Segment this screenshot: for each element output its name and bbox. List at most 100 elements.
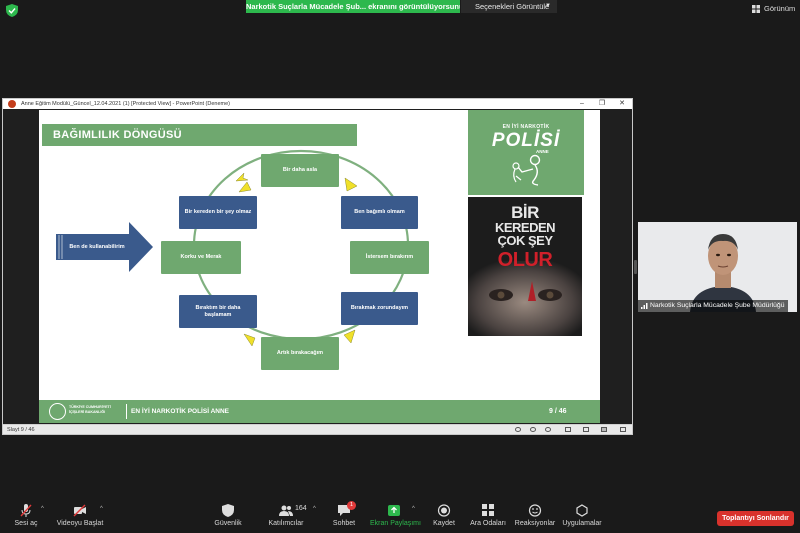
normal-view-icon[interactable] (565, 427, 571, 432)
node-once-nothing: Bir kereden bir şey olmaz (179, 196, 257, 229)
chevron-down-icon: ▼ (545, 3, 551, 9)
cycle-arrow-2 (238, 181, 252, 193)
signal-bars-icon (641, 303, 648, 309)
restore-icon[interactable]: ❐ (598, 100, 606, 107)
share-screen-button[interactable]: Ekran Paylaşımı (370, 504, 421, 530)
campaign-small-text: ANNE (536, 149, 549, 154)
participant-video-tile[interactable]: Narkotik Suçlarla Mücadele Şube Müdürlüğ… (638, 222, 797, 312)
footer-ministry: TÜRKİYE CUMHURİYETİ İÇİŞLERİ BAKANLIĞI (69, 405, 111, 414)
campaign-big-text: POLİSİ (491, 130, 561, 151)
poster-line-4: OLUR (497, 249, 553, 271)
meeting-toolbar: Sesi aç ^ Videoyu Başlat ^ Güvenlik Katı… (0, 496, 800, 533)
share-options-caret-icon[interactable]: ^ (412, 506, 415, 512)
record-button[interactable]: Kaydet (430, 504, 458, 530)
reading-view-icon[interactable] (583, 427, 589, 432)
video-options-caret-icon[interactable]: ^ (100, 506, 103, 512)
end-meeting-button[interactable]: Toplantıyı Sonlandır (717, 511, 794, 526)
fit-slide-icon[interactable] (620, 427, 626, 432)
participants-caret-icon[interactable]: ^ (313, 506, 316, 512)
participant-name-label: Narkotik Suçlarla Mücadele Şube Müdürlüğ… (638, 300, 788, 312)
node-must-quit: Bırakmak zorundayım (341, 292, 418, 325)
video-camera-off-icon (73, 504, 86, 517)
screen-share-banner: Narkotik Suçlarla Mücadele Şub... ekranı… (246, 0, 460, 13)
microphone-muted-icon (20, 504, 32, 517)
ppt-titlebar: Anne Eğitim Modülü_Güncel_12.04.2021 (1)… (3, 99, 632, 109)
participant-name: Narkotik Suçlarla Mücadele Şube Müdürlüğ… (650, 302, 785, 309)
shield-icon (222, 504, 234, 517)
ppt-window-title: Anne Eğitim Modülü_Güncel_12.04.2021 (1)… (21, 101, 231, 107)
audio-options-caret-icon[interactable]: ^ (41, 506, 44, 512)
slide-canvas: BAĞIMLILIK DÖNGÜSÜ Ben de kullanabilirim (3, 109, 632, 424)
participants-button[interactable]: Katılımcılar (266, 504, 306, 530)
slide-sorter-icon[interactable] (530, 427, 536, 432)
campaign-top-text: EN İYİ NARKOTİK (502, 124, 550, 130)
apps-icon (576, 504, 588, 517)
unmute-label: Sesi aç (14, 520, 38, 527)
apps-label: Uygulamalar (562, 520, 602, 527)
node-fear-curiosity: Korku ve Merak (161, 241, 241, 274)
share-screen-label: Ekran Paylaşımı (370, 520, 421, 527)
footer-divider (126, 404, 127, 419)
poster-face-image (468, 261, 582, 336)
slide-page-number: 9 / 46 (549, 408, 567, 415)
node-not-addicted: Ben bağımlı olmam (341, 196, 418, 229)
footer-text: EN İYİ NARKOTİK POLİSİ ANNE (131, 408, 229, 415)
ministry-emblem-icon (49, 403, 66, 420)
close-icon[interactable]: ✕ (619, 100, 625, 107)
reactions-button[interactable]: Reaksiyonlar (514, 504, 556, 530)
node-can-quit: İstersem bırakırım (350, 241, 429, 274)
view-button[interactable]: Görünüm (752, 2, 795, 16)
prev-slide-icon[interactable] (515, 427, 521, 432)
minimize-icon[interactable]: – (580, 100, 584, 107)
footer-ministry-line1: TÜRKİYE CUMHURİYETİ (69, 405, 111, 409)
slide-footer: TÜRKİYE CUMHURİYETİ İÇİŞLERİ BAKANLIĞI E… (39, 400, 600, 423)
start-video-label: Videoyu Başlat (56, 520, 104, 527)
node-quit-wont-start: Bıraktım bir daha başlamam (179, 295, 257, 328)
security-shield-icon[interactable] (6, 4, 18, 17)
slide: BAĞIMLILIK DÖNGÜSÜ Ben de kullanabilirim (39, 110, 600, 423)
slideshow-view-icon[interactable] (601, 427, 607, 432)
node-never-again: Bir daha asla (261, 154, 339, 187)
powerpoint-logo-icon (8, 100, 16, 108)
view-options-button[interactable]: Seçenekleri Görüntüle ▼ (461, 0, 557, 13)
breakout-rooms-icon (482, 504, 494, 516)
panel-resize-handle[interactable] (634, 260, 637, 274)
footer-ministry-line2: İÇİŞLERİ BAKANLIĞI (69, 409, 106, 414)
participants-label: Katılımcılar (268, 520, 304, 527)
next-slide-icon[interactable] (545, 427, 551, 432)
security-button[interactable]: Güvenlik (212, 504, 244, 530)
breakout-rooms-button[interactable]: Ara Odaları (470, 504, 506, 530)
participants-icon (279, 505, 293, 516)
cycle-arrow-5 (243, 333, 256, 347)
poster-line-2: KEREDEN (494, 220, 556, 235)
unmute-button[interactable]: Sesi aç (11, 504, 41, 530)
powerpoint-window: Anne Eğitim Modülü_Güncel_12.04.2021 (1)… (2, 98, 633, 435)
poster-line-3: ÇOK ŞEY (497, 233, 553, 248)
campaign-poster: BİR KEREDEN ÇOK ŞEY (468, 197, 582, 336)
participants-count: 164 (295, 505, 307, 512)
reactions-label: Reaksiyonlar (514, 520, 556, 527)
start-video-button[interactable]: Videoyu Başlat (54, 504, 106, 530)
poster-line-1: BİR (511, 203, 539, 222)
entry-arrow (56, 222, 153, 272)
breakout-rooms-label: Ara Odaları (470, 520, 506, 527)
mother-child-figure-icon (512, 154, 541, 186)
share-screen-arrow-icon (388, 505, 400, 516)
smiley-face-icon (528, 504, 542, 517)
cycle-arrow-4 (343, 329, 356, 344)
campaign-logo-panel: EN İYİ NARKOTİK POLİSİ ANNE (468, 110, 584, 195)
view-options-label: Seçenekleri Görüntüle (475, 2, 550, 11)
slide-title-bar: BAĞIMLILIK DÖNGÜSÜ (42, 124, 357, 146)
view-label: Görünüm (764, 4, 796, 13)
record-label: Kaydet (433, 520, 455, 527)
slide-title: BAĞIMLILIK DÖNGÜSÜ (53, 129, 182, 141)
status-slide-number: Slayt 9 / 46 (7, 427, 35, 433)
apps-button[interactable]: Uygulamalar (562, 504, 602, 530)
node-will-quit: Artık bırakacağım (261, 337, 339, 370)
ppt-status-bar: Slayt 9 / 46 (3, 424, 632, 434)
security-label: Güvenlik (214, 520, 242, 527)
grid-view-icon (752, 5, 760, 13)
cycle-arrow-1 (235, 172, 249, 182)
entry-arrow-label: Ben de kullanabilirim (69, 243, 125, 250)
